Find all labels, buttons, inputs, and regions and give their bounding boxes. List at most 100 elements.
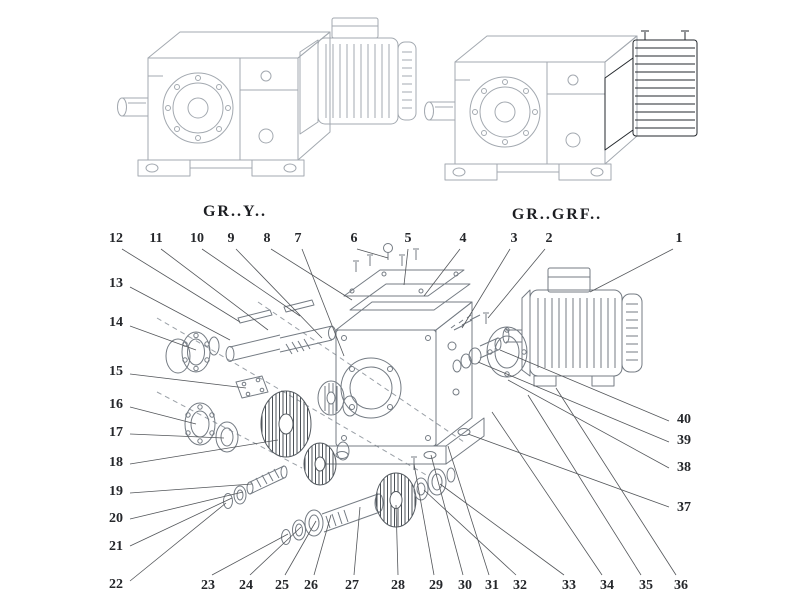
input-bearings bbox=[165, 331, 220, 374]
leader-line-5 bbox=[403, 248, 409, 286]
callout-11: 11 bbox=[149, 231, 163, 246]
cover-gasket bbox=[349, 283, 471, 311]
motor bbox=[502, 267, 643, 387]
gry-motor bbox=[299, 17, 417, 135]
model-label-gry: GR..Y.. bbox=[202, 203, 268, 220]
side-cover-plate bbox=[235, 375, 269, 399]
callout-7: 7 bbox=[294, 231, 302, 246]
callout-20: 20 bbox=[109, 511, 123, 526]
leader-line-22 bbox=[129, 502, 227, 582]
spacer-ring bbox=[208, 336, 220, 356]
leader-line-12 bbox=[121, 248, 241, 323]
callout-25: 25 bbox=[275, 578, 289, 593]
callout-15: 15 bbox=[109, 364, 123, 379]
leader-line-1 bbox=[589, 248, 674, 293]
housing-base bbox=[325, 445, 447, 465]
leader-line-2 bbox=[487, 248, 546, 319]
leader-lines bbox=[121, 248, 677, 582]
callout-39: 39 bbox=[677, 433, 691, 448]
leader-line-19 bbox=[129, 483, 253, 494]
callout-6: 6 bbox=[350, 231, 358, 246]
pinion-shaft-assembly bbox=[223, 441, 350, 509]
callout-28: 28 bbox=[391, 578, 405, 593]
leader-line-9 bbox=[235, 248, 323, 339]
callout-8: 8 bbox=[263, 231, 271, 246]
callout-14: 14 bbox=[109, 315, 123, 330]
leader-line-18 bbox=[129, 439, 279, 465]
intermediate-gears bbox=[317, 380, 358, 417]
leader-line-33 bbox=[439, 483, 565, 576]
leader-line-21 bbox=[129, 497, 233, 547]
leader-line-26 bbox=[313, 514, 332, 576]
motor-fan-cover bbox=[621, 293, 643, 373]
leader-line-35 bbox=[527, 394, 642, 576]
shaft-key bbox=[283, 299, 315, 313]
callout-26: 26 bbox=[304, 578, 318, 593]
gry-illustration bbox=[117, 17, 417, 177]
callout-16: 16 bbox=[109, 397, 123, 412]
callout-36: 36 bbox=[674, 578, 688, 593]
leader-line-11 bbox=[160, 248, 269, 331]
leader-line-38 bbox=[507, 379, 670, 469]
callout-17: 17 bbox=[109, 425, 123, 440]
callout-1: 1 bbox=[675, 231, 683, 246]
leader-line-29 bbox=[413, 463, 435, 576]
callout-34: 34 bbox=[600, 578, 614, 593]
callout-30: 30 bbox=[458, 578, 472, 593]
output-shaft-assembly bbox=[281, 467, 456, 545]
leader-line-32 bbox=[423, 489, 517, 576]
leader-line-10 bbox=[201, 248, 301, 317]
large-helical-gear bbox=[260, 390, 312, 458]
intermediate-bearings bbox=[184, 402, 239, 453]
oil-plug bbox=[447, 341, 457, 351]
leader-line-31 bbox=[447, 445, 490, 576]
callout-37: 37 bbox=[677, 500, 691, 515]
leader-line-36 bbox=[555, 387, 677, 576]
eye-bolt bbox=[383, 243, 393, 253]
callout-24: 24 bbox=[239, 578, 253, 593]
leader-line-40 bbox=[499, 349, 670, 422]
input-shaft-assembly bbox=[225, 299, 336, 362]
callout-27: 27 bbox=[345, 578, 359, 593]
callout-5: 5 bbox=[404, 231, 412, 246]
leader-line-37 bbox=[467, 433, 670, 508]
cover-bolts bbox=[353, 243, 419, 272]
leader-line-23 bbox=[211, 533, 289, 576]
leader-line-7 bbox=[301, 248, 345, 357]
leader-line-24 bbox=[249, 526, 302, 576]
leader-line-16 bbox=[129, 406, 197, 425]
motor-foot bbox=[591, 375, 615, 387]
leader-line-8 bbox=[270, 248, 353, 301]
assembly-axis-lines bbox=[156, 301, 465, 477]
callout-10: 10 bbox=[190, 231, 204, 246]
gry-fan-cover bbox=[397, 41, 417, 121]
leader-line-25 bbox=[284, 520, 317, 576]
callout-33: 33 bbox=[562, 578, 576, 593]
callout-22: 22 bbox=[109, 577, 123, 592]
leader-line-17 bbox=[129, 433, 225, 439]
callout-13: 13 bbox=[109, 276, 123, 291]
leader-line-30 bbox=[430, 454, 464, 576]
grf-output-shaft bbox=[424, 101, 455, 121]
gry-mounting-feet bbox=[137, 159, 305, 177]
leader-line-13 bbox=[129, 286, 231, 341]
callout-12: 12 bbox=[109, 231, 123, 246]
grf-illustration bbox=[424, 30, 698, 181]
callout-29: 29 bbox=[429, 578, 443, 593]
gry-terminal-box bbox=[331, 17, 379, 39]
leader-line-27 bbox=[353, 506, 361, 576]
leader-line-6 bbox=[356, 248, 389, 259]
callout-18: 18 bbox=[109, 455, 123, 470]
motor-foot bbox=[533, 375, 557, 387]
leader-line-34 bbox=[491, 411, 603, 576]
leader-line-20 bbox=[129, 491, 244, 520]
shaft-key bbox=[237, 309, 273, 324]
top-cover bbox=[343, 269, 471, 311]
callout-35: 35 bbox=[639, 578, 653, 593]
grf-mounting-feet bbox=[444, 163, 612, 181]
callout-9: 9 bbox=[227, 231, 235, 246]
seal-ring bbox=[165, 338, 191, 374]
leader-line-4 bbox=[423, 248, 461, 297]
leader-line-39 bbox=[477, 361, 670, 443]
